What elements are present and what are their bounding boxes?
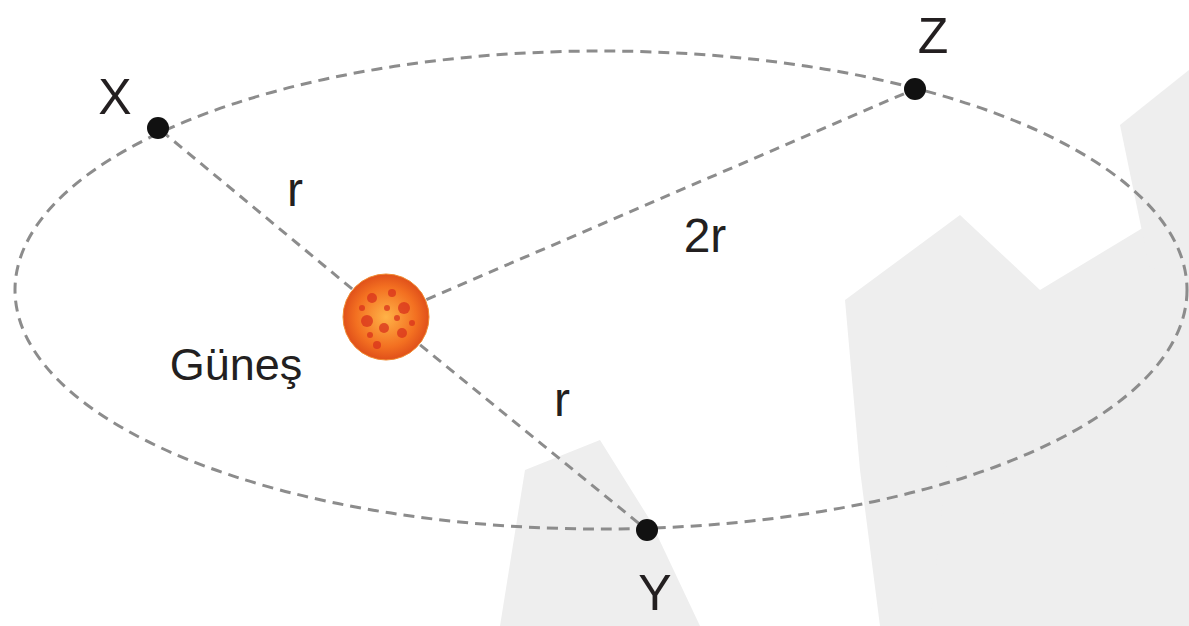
point-label: X <box>98 72 131 122</box>
distance-line <box>426 93 904 299</box>
distance-label: r <box>287 166 303 214</box>
distance-label: 2r <box>684 212 727 260</box>
orbit-point: X <box>147 117 169 139</box>
sun-label: Güneş <box>170 342 303 387</box>
orbit-point: Z <box>904 78 926 100</box>
point-label: Z <box>918 11 949 61</box>
sun-circle: Güneş <box>342 273 430 361</box>
orbit-point: Y <box>636 519 658 541</box>
distance-line <box>420 345 638 523</box>
watermark <box>500 70 1189 626</box>
distance-line <box>166 135 352 289</box>
orbit-ellipse <box>15 51 1187 529</box>
point-label: Y <box>638 568 671 618</box>
distance-label: r <box>554 376 570 424</box>
sun-art <box>342 273 430 361</box>
